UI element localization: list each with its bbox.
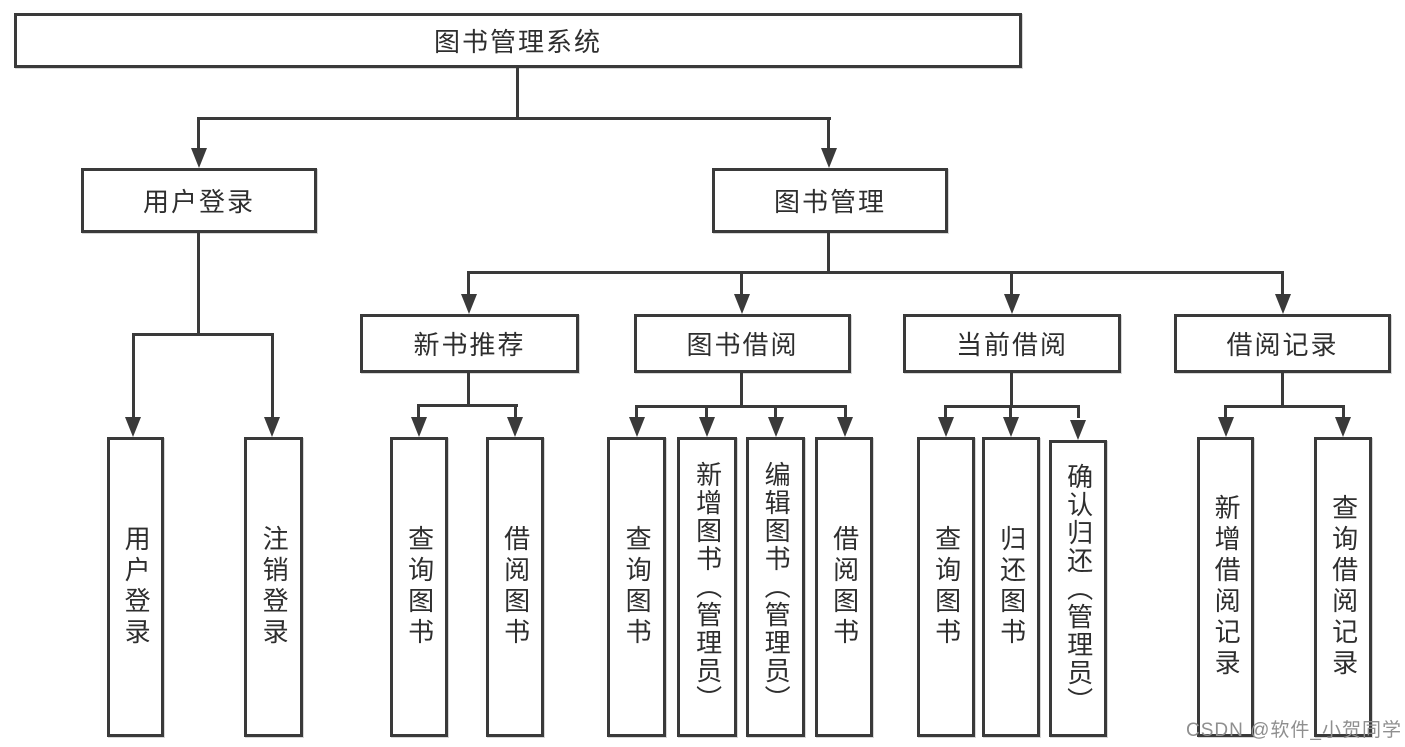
connector-line — [197, 117, 831, 120]
node-new-book-recommend-label: 新书推荐 — [413, 330, 526, 360]
connector-line — [516, 68, 519, 120]
leaf-add-borrow-record: 新增借阅记录 — [1197, 437, 1254, 737]
leaf-confirm-return-admin-label: 确认归还（管理员） — [1063, 462, 1094, 715]
connector-line — [1281, 373, 1284, 408]
node-root: 图书管理系统 — [14, 13, 1022, 68]
connector-line — [1281, 271, 1284, 295]
connector-line — [827, 233, 830, 274]
arrow-down-icon — [1275, 294, 1291, 314]
leaf-query-books-1: 查询图书 — [390, 437, 448, 737]
leaf-logout: 注销登录 — [244, 437, 303, 737]
node-current-borrow: 当前借阅 — [903, 314, 1121, 373]
leaf-query-borrow-record: 查询借阅记录 — [1314, 437, 1372, 737]
arrow-down-icon — [629, 417, 645, 437]
node-book-management-label: 图书管理 — [773, 187, 886, 217]
connector-line — [417, 404, 420, 418]
leaf-return-books-label: 归还图书 — [996, 525, 1027, 649]
connector-line — [197, 233, 200, 336]
leaf-query-books-3: 查询图书 — [917, 437, 975, 737]
leaf-add-books-admin: 新增图书（管理员） — [677, 437, 737, 737]
arrow-down-icon — [507, 417, 523, 437]
arrow-down-icon — [734, 294, 750, 314]
node-new-book-recommend: 新书推荐 — [360, 314, 579, 373]
connector-line — [1224, 405, 1227, 418]
arrow-down-icon — [837, 417, 853, 437]
connector-line — [467, 373, 470, 407]
leaf-add-borrow-record-label: 新增借阅记录 — [1211, 494, 1242, 680]
connector-line — [467, 271, 470, 295]
leaf-edit-books-admin-label: 编辑图书（管理员） — [761, 461, 792, 713]
connector-line — [1342, 405, 1345, 418]
connector-line — [1010, 373, 1013, 408]
connector-line — [844, 405, 847, 418]
leaf-borrow-books-2: 借阅图书 — [815, 437, 873, 737]
leaf-borrow-books-1: 借阅图书 — [486, 437, 544, 737]
connector-line — [635, 405, 638, 418]
connector-line — [774, 405, 777, 418]
arrow-down-icon — [125, 417, 141, 437]
node-root-label: 图书管理系统 — [433, 27, 602, 57]
arrow-down-icon — [1335, 417, 1351, 437]
arrow-down-icon — [411, 417, 427, 437]
connector-line — [705, 405, 708, 418]
leaf-query-books-3-label: 查询图书 — [931, 525, 962, 649]
node-borrow-records-label: 借阅记录 — [1226, 330, 1339, 360]
connector-line — [514, 404, 517, 418]
connector-line — [1010, 271, 1013, 295]
arrow-down-icon — [699, 417, 715, 437]
connector-line — [467, 271, 1284, 274]
leaf-borrow-books-1-label: 借阅图书 — [500, 525, 531, 649]
arrow-down-icon — [1003, 417, 1019, 437]
connector-line — [740, 373, 743, 408]
arrow-down-icon — [264, 417, 280, 437]
connector-line — [1224, 405, 1345, 408]
leaf-query-borrow-record-label: 查询借阅记录 — [1328, 494, 1359, 680]
node-book-management: 图书管理 — [712, 168, 948, 233]
connector-line — [740, 271, 743, 295]
connector-line — [635, 405, 847, 408]
node-borrow-records: 借阅记录 — [1174, 314, 1391, 373]
arrow-down-icon — [191, 148, 207, 168]
node-current-borrow-label: 当前借阅 — [955, 330, 1068, 360]
connector-line — [1077, 405, 1080, 418]
connector-line — [944, 405, 947, 418]
node-user-login-label: 用户登录 — [142, 187, 255, 217]
arrow-down-icon — [938, 417, 954, 437]
leaf-confirm-return-admin: 确认归还（管理员） — [1049, 440, 1107, 737]
node-book-borrow: 图书借阅 — [634, 314, 851, 373]
connector-line — [944, 405, 1080, 408]
connector-line — [827, 117, 830, 149]
leaf-return-books: 归还图书 — [982, 437, 1040, 737]
connector-line — [132, 333, 274, 336]
leaf-query-books-1-label: 查询图书 — [404, 525, 435, 649]
leaf-logout-label: 注销登录 — [259, 525, 290, 649]
leaf-add-books-admin-label: 新增图书（管理员） — [692, 461, 723, 713]
leaf-query-books-2: 查询图书 — [607, 437, 666, 737]
connector-line — [132, 333, 135, 418]
arrow-down-icon — [768, 417, 784, 437]
leaf-edit-books-admin: 编辑图书（管理员） — [746, 437, 805, 737]
arrow-down-icon — [1070, 420, 1086, 440]
leaf-user-login-label: 用户登录 — [121, 525, 152, 649]
node-book-borrow-label: 图书借阅 — [686, 330, 799, 360]
arrow-down-icon — [821, 148, 837, 168]
connector-line — [271, 333, 274, 418]
arrow-down-icon — [1004, 294, 1020, 314]
connector-line — [1009, 405, 1012, 418]
arrow-down-icon — [1218, 417, 1234, 437]
arrow-down-icon — [461, 294, 477, 314]
connector-line — [417, 404, 518, 407]
watermark: CSDN @软件_小贺同学 — [1186, 720, 1402, 741]
connector-line — [197, 117, 200, 149]
leaf-query-books-2-label: 查询图书 — [622, 525, 653, 649]
leaf-borrow-books-2-label: 借阅图书 — [829, 525, 860, 649]
node-user-login: 用户登录 — [81, 168, 317, 233]
leaf-user-login: 用户登录 — [107, 437, 164, 737]
